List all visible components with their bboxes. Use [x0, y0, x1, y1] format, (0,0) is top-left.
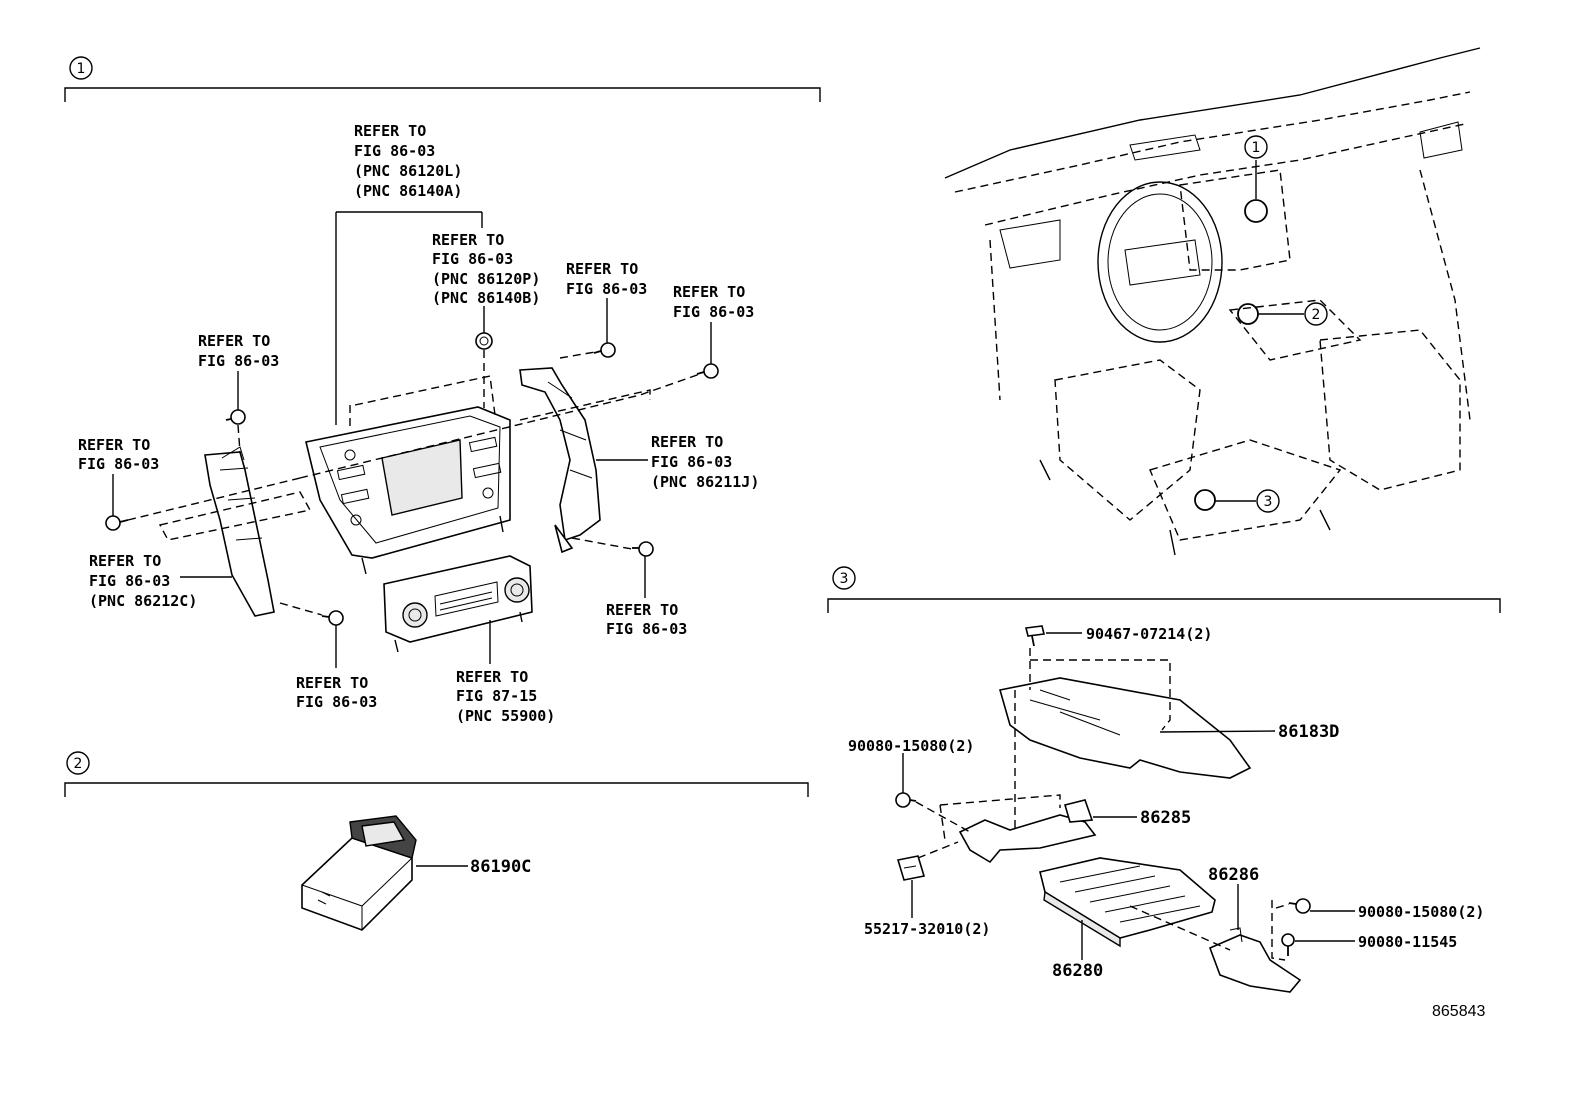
seat-rails	[1039, 459, 1331, 556]
driver-seat	[1054, 359, 1201, 521]
clip-55217-32010	[896, 855, 926, 881]
callout-left-bracket: REFER TO FIG 86-03 (PNC 86212C)	[89, 552, 197, 610]
callout-right-bracket: REFER TO FIG 86-03 (PNC 86211J)	[651, 433, 759, 491]
center-console	[1228, 299, 1362, 361]
section-2: 2 86190C	[64, 751, 809, 931]
locator-3-spot	[1194, 489, 1216, 511]
section-2-marker	[66, 751, 90, 775]
section-3: 3 90467-07214(2) 86183D 86285 90080-1508…	[827, 566, 1501, 993]
steering-wheel	[1097, 181, 1223, 343]
bracket-86286	[1208, 927, 1302, 993]
passenger-seat	[1319, 329, 1461, 491]
climate-control-panel	[383, 555, 533, 653]
pn-55217-32010: 55217-32010(2)	[864, 920, 990, 938]
dash-top-line	[954, 91, 1471, 193]
assembly-line-clip	[917, 841, 959, 859]
switch-86190c	[301, 815, 417, 931]
locator-1-number: 1	[1252, 140, 1261, 156]
assembly-line-main	[127, 373, 701, 521]
section-3-number: 3	[840, 571, 849, 587]
locator-2-marker	[1304, 302, 1328, 326]
amplifier-86280	[1039, 857, 1216, 948]
callout-upper-right-screw: REFER TO FIG 86-03	[566, 260, 647, 298]
section-1-marker	[69, 56, 93, 80]
assembly-line-top	[349, 375, 496, 430]
callout-bezel: REFER TO FIG 86-03 (PNC 86120L) (PNC 861…	[354, 122, 471, 200]
screw-far-left	[105, 515, 129, 531]
center-top-vent	[1129, 134, 1201, 161]
assembly-line-lower-center	[279, 602, 323, 616]
steering-wheel-inner	[1107, 193, 1213, 331]
section-3-bracket	[827, 598, 1501, 613]
navigation-display-bezel	[305, 406, 511, 575]
bracket-86285	[958, 799, 1097, 864]
screw-lower-center	[321, 610, 344, 626]
assembly-line-lower-right	[571, 537, 633, 550]
right-vent	[1419, 121, 1463, 159]
leader-86183d	[1159, 730, 1276, 733]
leader-bezel	[335, 211, 483, 425]
steering-hub	[1124, 239, 1201, 286]
locator-3-marker	[1256, 489, 1280, 513]
pn-90080-11545: 90080-11545	[1358, 933, 1457, 951]
pn-90080-15080-right: 90080-15080(2)	[1358, 903, 1484, 921]
callout-far-right-screw: REFER TO FIG 86-03	[673, 283, 754, 321]
assembly-line-left-bolt	[915, 794, 1061, 841]
section-3-marker	[832, 566, 856, 590]
section-2-number: 2	[74, 756, 83, 772]
assembly-line-right	[519, 389, 651, 421]
vehicle-interior-overview: 1 2 3	[944, 47, 1481, 556]
locator-1-spot	[1244, 199, 1268, 223]
locator-1-marker	[1244, 135, 1268, 159]
pn-90467-07214: 90467-07214(2)	[1086, 625, 1212, 643]
callout-climate-panel: REFER TO FIG 87-15 (PNC 55900)	[456, 668, 555, 725]
cover-86183d	[998, 677, 1252, 779]
locator-3-number: 3	[1264, 494, 1273, 510]
bolt-90080-15080-left	[895, 792, 917, 808]
pn-86286: 86286	[1208, 865, 1259, 885]
windshield-line	[944, 47, 1481, 179]
dash-sides	[989, 169, 1471, 421]
bolt-90080-11545	[1281, 933, 1295, 956]
clip-90467-07214	[1025, 625, 1045, 647]
pn-86190c: 86190C	[470, 857, 531, 877]
locator-2-number: 2	[1312, 307, 1321, 323]
dash-mid-line	[984, 123, 1466, 226]
assembly-line-left	[158, 491, 312, 541]
screw-far-right	[696, 363, 719, 379]
pn-86280: 86280	[1052, 961, 1103, 981]
screw-lower-right	[632, 541, 654, 557]
right-bracket	[519, 367, 601, 554]
section-1-bracket	[64, 87, 821, 102]
assembly-line-upper-left	[237, 424, 241, 453]
callout-far-left-screw: REFER TO FIG 86-03	[78, 436, 159, 473]
callout-lower-center-screw: REFER TO FIG 86-03	[296, 674, 377, 711]
callout-lower-right-screw: REFER TO FIG 86-03	[606, 601, 687, 638]
locator-2-spot	[1237, 303, 1259, 325]
left-vent	[999, 219, 1061, 269]
assembly-line-cover	[1029, 648, 1171, 731]
section-1-number: 1	[77, 61, 86, 77]
floor-area	[1149, 439, 1342, 541]
screw-upper-left	[225, 409, 246, 425]
pn-86285: 86285	[1140, 808, 1191, 828]
left-bracket	[204, 446, 275, 617]
figure-id: 865843	[1432, 1003, 1485, 1020]
section-1: 1	[64, 56, 821, 725]
bolt-90080-15080-right	[1288, 898, 1311, 914]
callout-top-screw: REFER TO FIG 86-03 (PNC 86120P) (PNC 861…	[432, 231, 549, 307]
callout-upper-left-screw: REFER TO FIG 86-03	[198, 332, 279, 370]
center-stack	[1179, 169, 1291, 271]
pn-90080-15080-left: 90080-15080(2)	[848, 737, 974, 755]
section-2-bracket	[64, 782, 809, 797]
assembly-line-right	[1129, 900, 1290, 961]
screw-upper-right	[593, 342, 616, 358]
pn-86183d: 86183D	[1278, 722, 1339, 742]
assembly-line-upper-right	[559, 350, 602, 359]
screw-top-center	[475, 332, 493, 350]
